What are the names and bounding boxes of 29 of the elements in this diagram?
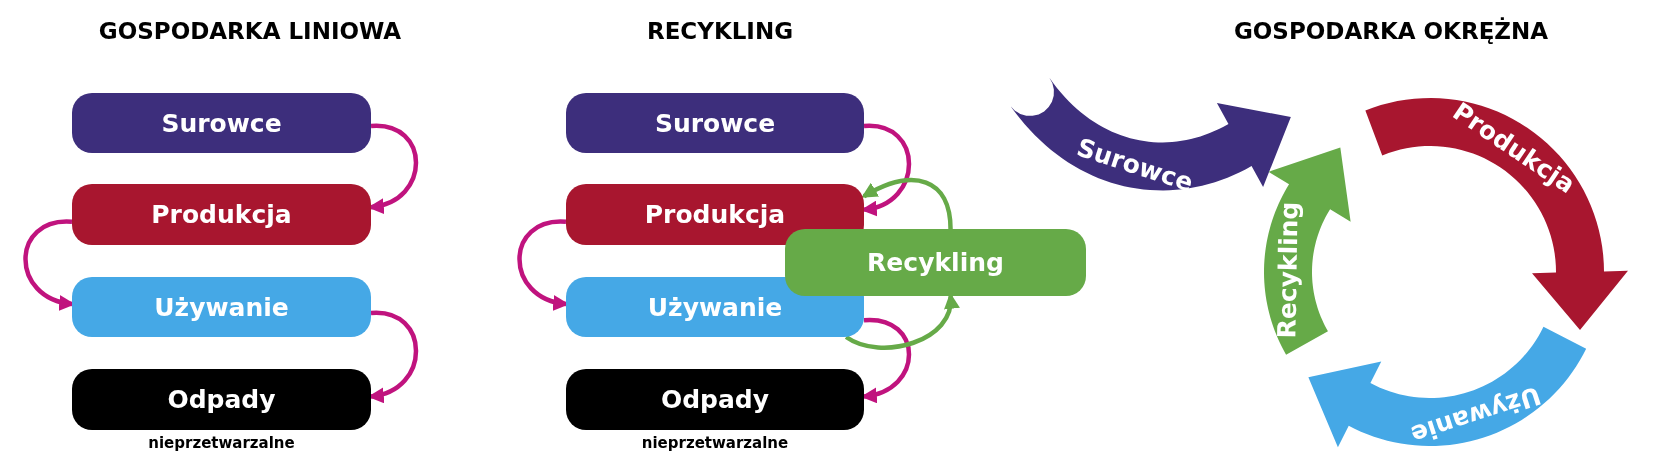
process-box: [72, 184, 371, 245]
section-heading: GOSPODARKA LINIOWA: [98, 18, 402, 44]
box-caption: nieprzetwarzalne: [148, 434, 295, 452]
box-label: Używanie: [154, 292, 289, 322]
process-box: [72, 93, 371, 153]
box-label: Surowce: [161, 108, 282, 138]
section-heading: GOSPODARKA OKRĘŻNA: [1233, 18, 1549, 44]
box-label: Produkcja: [644, 200, 786, 229]
box-label: Używanie: [647, 292, 783, 322]
process-box: [566, 184, 864, 245]
box-label: Odpady: [167, 385, 276, 414]
box-label: Surowce: [654, 108, 776, 138]
curved-band-shape: [1308, 326, 1587, 448]
curved-band-shape: [1365, 98, 1628, 330]
box-label: Produkcja: [151, 200, 292, 229]
process-box: [72, 277, 371, 337]
box-label: Odpady: [660, 385, 770, 414]
box-label: Recykling: [867, 248, 1004, 277]
process-box: [72, 369, 371, 430]
process-box: [566, 93, 864, 153]
process-box: [566, 277, 864, 337]
section-heading: RECYKLING: [646, 18, 794, 44]
curved-band-shape: [1010, 77, 1291, 191]
box-caption: nieprzetwarzalne: [641, 434, 789, 452]
curved-band-shape: [1264, 147, 1351, 355]
process-box: [566, 369, 864, 430]
curved-arrow: [861, 178, 953, 230]
band-label: Recykling: [1272, 200, 1304, 339]
process-box: [785, 229, 1086, 296]
